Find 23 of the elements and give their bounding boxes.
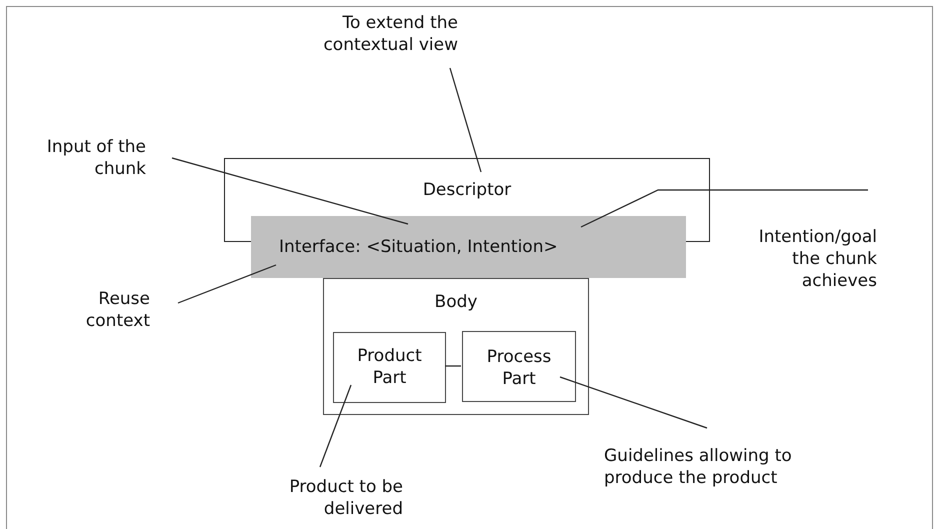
connector-line — [445, 365, 461, 367]
annotation-text: Input of the chunk — [10, 136, 146, 182]
box-label: Interface: <Situation, Intention> — [279, 236, 558, 259]
leader-line — [178, 264, 276, 304]
leader-line — [172, 157, 408, 225]
outline-box — [333, 332, 446, 403]
outline-box — [462, 331, 576, 402]
leader-line — [580, 189, 868, 228]
outline-box — [224, 158, 710, 216]
outline-box — [323, 278, 589, 415]
annotation-text: Intention/goal the chunk achieves — [740, 226, 877, 292]
box-label: Body — [434, 291, 478, 314]
annotation-text: Guidelines allowing to produce the product — [604, 445, 854, 493]
annotation-text: Product to be delivered — [268, 476, 403, 524]
box-label: Descriptor — [422, 179, 512, 202]
box-label: Process Part — [486, 346, 552, 390]
box-label: Product Part — [356, 345, 423, 389]
shaded-band — [251, 216, 686, 278]
annotation-text: To extend the contextual view — [270, 12, 458, 60]
leader-line — [449, 68, 482, 172]
leader-line — [319, 384, 352, 468]
leader-line — [560, 376, 708, 429]
annotation-text: Reuse context — [40, 288, 150, 334]
